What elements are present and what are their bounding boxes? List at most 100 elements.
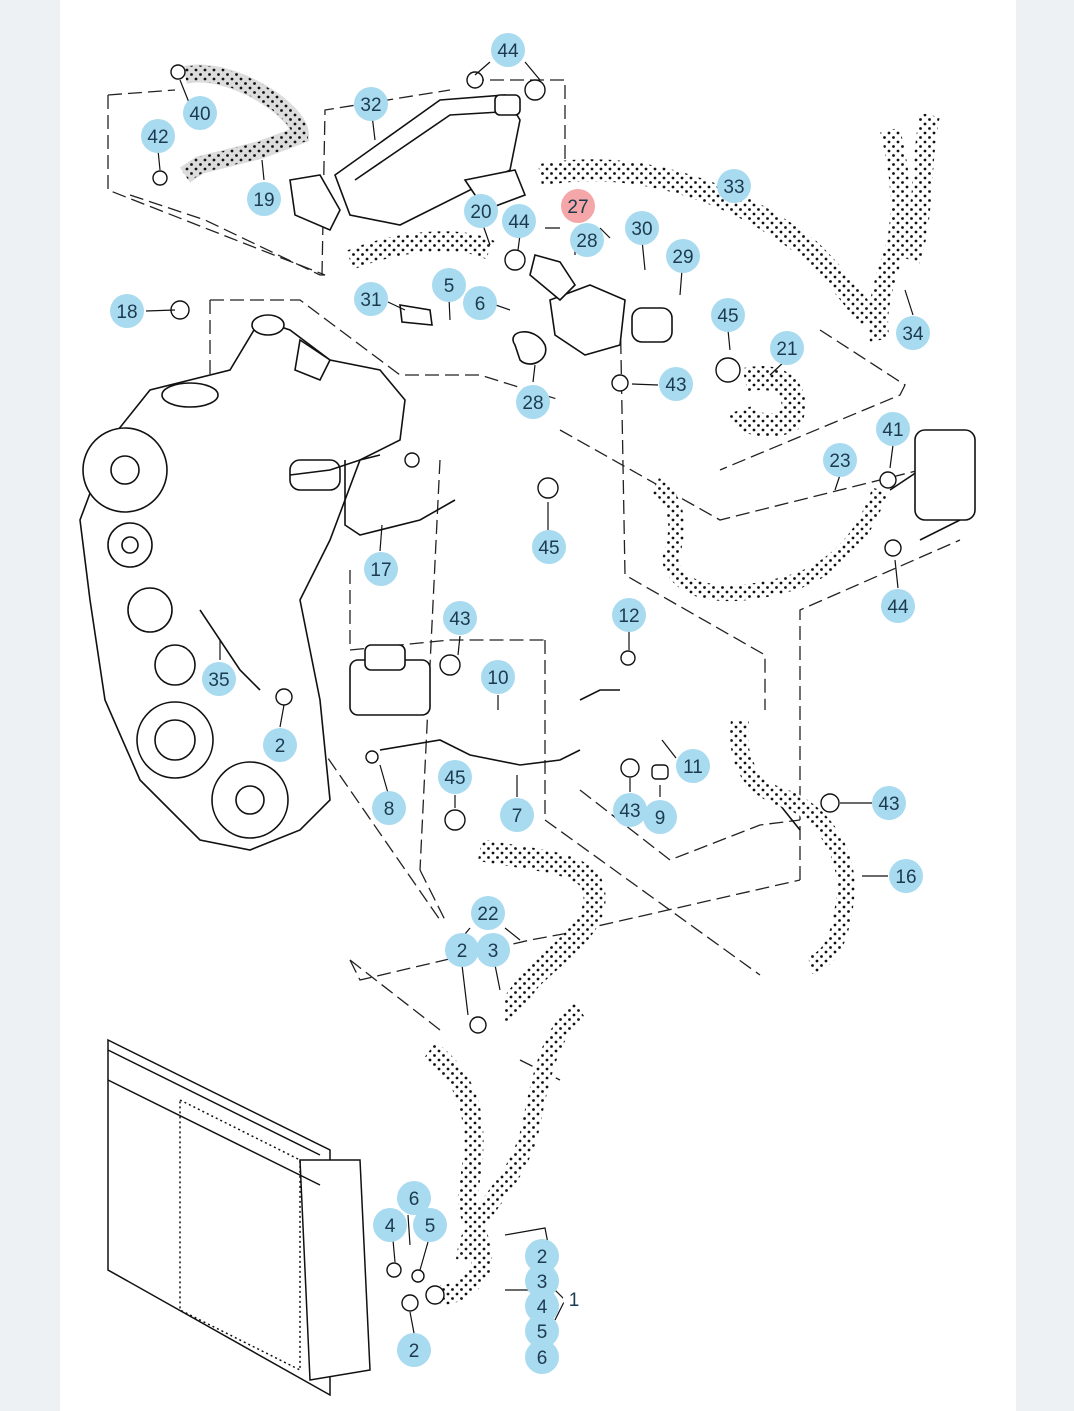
callout-number: 31	[360, 290, 381, 311]
callout-number: 28	[522, 393, 543, 414]
callout-number: 16	[895, 867, 916, 888]
callout-44: 44	[881, 589, 915, 623]
callout-bubble	[432, 268, 466, 302]
callout-number: 5	[537, 1322, 548, 1343]
callout-number: 9	[655, 808, 666, 829]
callout-number: 43	[619, 801, 640, 822]
callout-bubble	[481, 660, 515, 694]
callout-bubble	[823, 443, 857, 477]
callout-number: 35	[208, 670, 229, 691]
callout-number: 44	[508, 212, 530, 233]
callout-number: 27	[567, 197, 588, 218]
callout-bubble	[397, 1333, 431, 1367]
callout-number: 2	[409, 1341, 420, 1362]
callout-number: 11	[683, 757, 703, 778]
callout-27: 27	[561, 189, 595, 223]
callout-bubble	[525, 1239, 559, 1273]
callout-42: 42	[141, 119, 175, 153]
callout-6: 6	[525, 1340, 559, 1374]
callout-33: 33	[717, 169, 751, 203]
callout-bubble	[625, 211, 659, 245]
callout-bubble	[500, 798, 534, 832]
callout-number: 22	[477, 904, 498, 925]
egr-cooler	[289, 94, 527, 232]
callout-number: 17	[370, 560, 391, 581]
coolant-pipes	[199, 429, 976, 831]
callout-number: 42	[147, 127, 168, 148]
radiator	[107, 1038, 371, 1397]
callout-18: 18	[110, 294, 144, 328]
callout-number: 43	[449, 609, 470, 630]
callout-bubble	[770, 331, 804, 365]
thermostat-housing	[399, 254, 673, 365]
callout-bubble	[263, 728, 297, 762]
callout-bubble	[896, 316, 930, 350]
callout-41: 41	[876, 412, 910, 446]
callout-bubble	[561, 189, 595, 223]
callout-8: 8	[372, 791, 406, 825]
callout-16: 16	[889, 859, 923, 893]
callout-2: 2	[263, 728, 297, 762]
callout-number: 44	[497, 41, 519, 62]
callout-number: 43	[665, 375, 686, 396]
callout-number: 40	[189, 104, 210, 125]
callout-5: 5	[432, 268, 466, 302]
callout-number: 12	[618, 606, 639, 627]
callout-number: 10	[487, 668, 508, 689]
callout-4: 4	[525, 1289, 559, 1323]
callout-number: 2	[457, 941, 468, 962]
callout-bubble	[516, 385, 550, 419]
callout-number: 44	[887, 597, 909, 618]
callout-bubble	[464, 194, 498, 228]
callout-6: 6	[397, 1181, 431, 1215]
callout-28: 28	[570, 223, 604, 257]
callout-bubble	[491, 33, 525, 67]
callout-21: 21	[770, 331, 804, 365]
callout-5: 5	[525, 1314, 559, 1348]
callout-number: 6	[409, 1189, 420, 1210]
callout-34: 34	[896, 316, 930, 350]
callout-bubble	[711, 298, 745, 332]
callout-number: 30	[631, 219, 652, 240]
callout-2: 2	[445, 933, 479, 967]
small-fittings	[152, 64, 902, 1312]
coolant-hoses	[180, 64, 940, 1305]
callout-3: 3	[476, 933, 510, 967]
callout-bubble	[525, 1264, 559, 1298]
callout-number: 33	[723, 177, 744, 198]
callout-23: 23	[823, 443, 857, 477]
callout-bubble	[563, 1288, 585, 1310]
callout-44: 44	[502, 204, 536, 238]
callout-bubble	[471, 896, 505, 930]
callout-bubble	[438, 760, 472, 794]
callout-number: 19	[253, 190, 274, 211]
callout-bubble	[525, 1314, 559, 1348]
callout-bubble	[872, 786, 906, 820]
callout-number: 3	[488, 941, 499, 962]
callout-bubble	[183, 96, 217, 130]
callout-number: 18	[116, 302, 137, 323]
callout-bubble	[502, 204, 536, 238]
callout-number: 23	[829, 451, 850, 472]
callout-5: 5	[413, 1208, 447, 1242]
callout-6: 6	[463, 286, 497, 320]
callout-bubble	[525, 1340, 559, 1374]
callout-31: 31	[354, 282, 388, 316]
callout-number: 34	[902, 324, 924, 345]
callout-43: 43	[659, 367, 693, 401]
callout-number: 6	[537, 1348, 548, 1369]
callout-bubble	[476, 933, 510, 967]
callout-number: 8	[384, 799, 395, 820]
callout-bubble	[876, 412, 910, 446]
callout-number: 2	[275, 736, 286, 757]
callout-number: 29	[672, 247, 693, 268]
callout-11: 11	[676, 749, 710, 783]
callout-12: 12	[612, 598, 646, 632]
callout-45: 45	[711, 298, 745, 332]
callout-28: 28	[516, 385, 550, 419]
callout-1: 1	[563, 1288, 585, 1311]
callout-number: 41	[882, 420, 903, 441]
callout-7: 7	[500, 798, 534, 832]
callout-number: 4	[537, 1297, 548, 1318]
